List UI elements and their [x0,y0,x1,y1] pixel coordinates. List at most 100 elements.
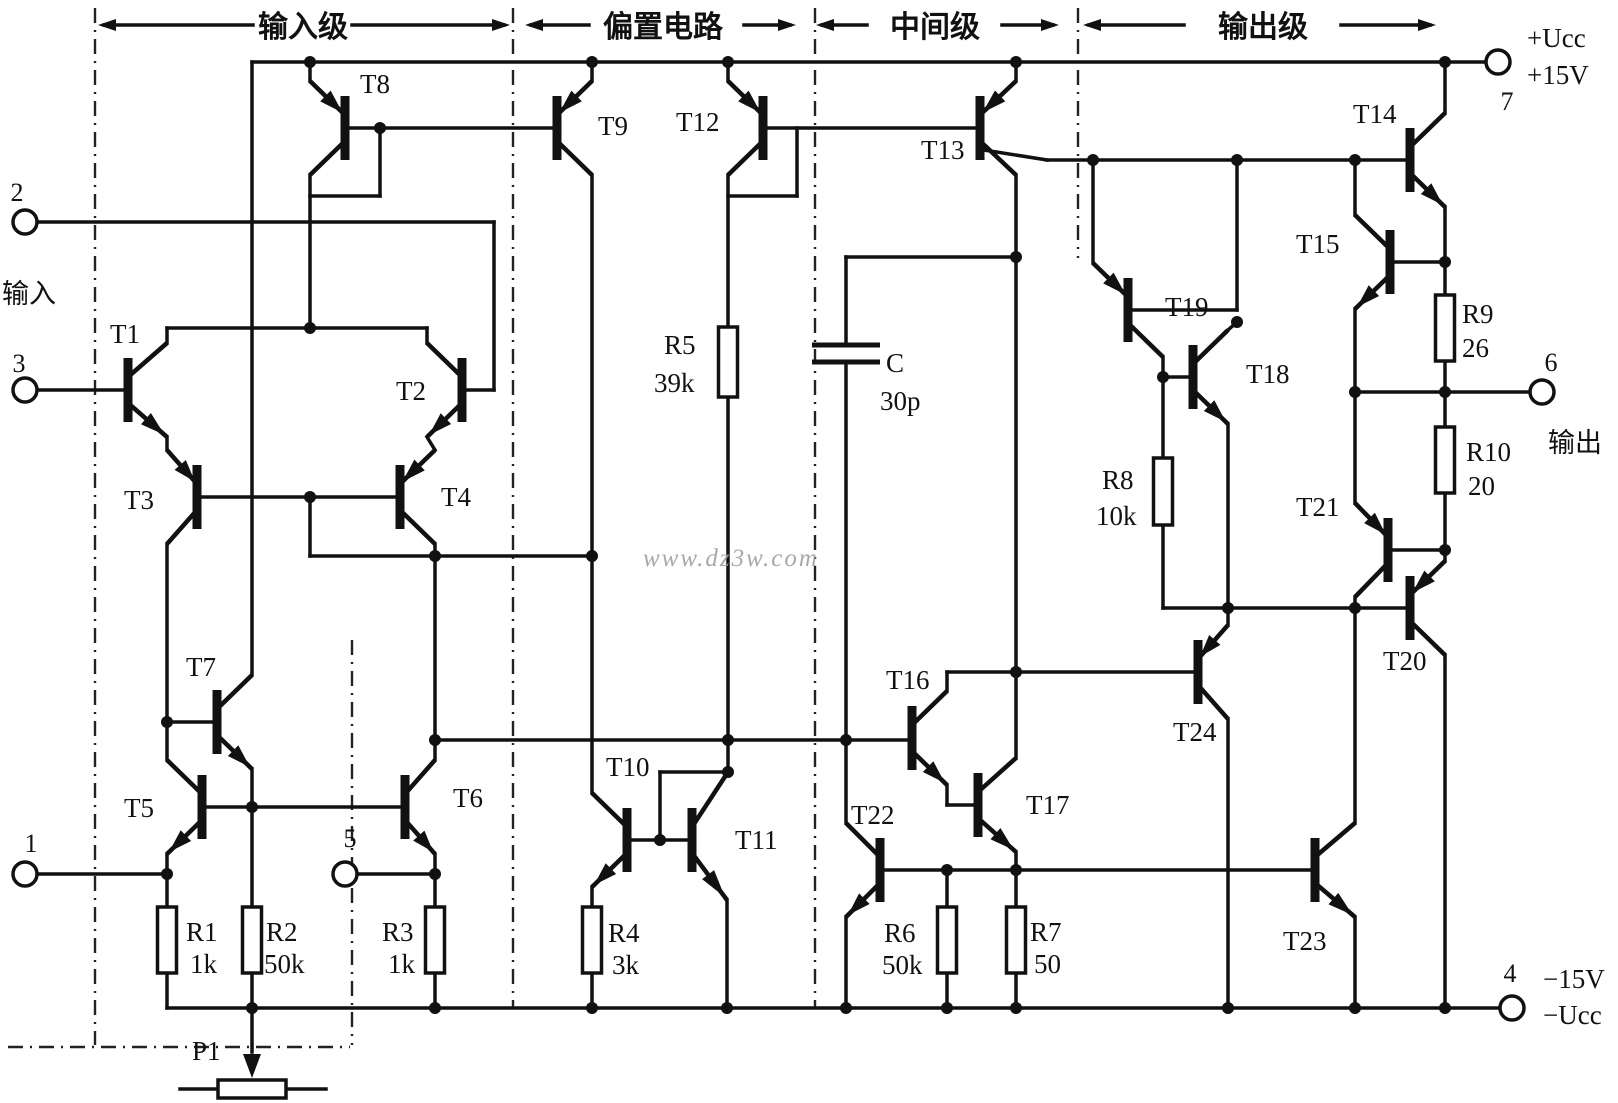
resistor-r4-body [580,905,604,975]
emitter-lead [165,508,199,546]
collector-lead [1191,328,1230,366]
emitter-arrow-icon [1420,183,1443,205]
junction-dot [1010,1002,1022,1014]
transistor-t21 [1353,501,1393,599]
resistor-r3-value: 1k [388,949,416,979]
junction-dots [161,56,1451,1014]
resistor-r9-name: R9 [1462,299,1494,329]
transistor-t7-label: T7 [186,652,216,682]
transistor-t15 [1353,213,1395,311]
collector-lead [590,791,629,829]
emitter-arrow-icon [429,413,452,435]
component-layer [11,19,1556,1100]
junction-dot [1222,1002,1234,1014]
emitter-lead [1408,619,1447,657]
resistor-r5-name: R5 [664,330,696,360]
transistor-t8 [308,79,350,177]
transistor-t14-label: T14 [1353,99,1397,129]
terminal-4-label: 4 [1504,959,1517,988]
junction-dot [374,122,386,134]
emitter-lead [1196,683,1230,721]
transistor-t10-label: T10 [606,752,650,782]
emitter-arrow-icon [982,90,1006,113]
resistor-r7-value: 50 [1034,949,1061,979]
terminal-1-label: 1 [25,829,38,858]
terminal-1-pin [11,860,39,888]
collector-lead [425,341,464,379]
junction-dot [1439,56,1451,68]
resistor-r1-name: R1 [186,917,218,947]
transistor-t18 [1188,328,1230,426]
wire [424,434,438,453]
transistor-t18-label: T18 [1246,359,1290,389]
resistor-r6-value: 50k [882,950,923,980]
junction-dot [840,734,852,746]
stage-label-output: 输出级 [1218,11,1308,44]
resistor-r5-body [716,325,740,399]
terminal-2-label: 2 [11,178,24,207]
emitter-lead [1353,561,1390,599]
header-arrowhead-icon [98,19,116,31]
transistor-t3 [165,448,202,546]
resistor-r7-body [1004,905,1028,975]
resistor-r8-value: 10k [1096,501,1137,531]
transistor-t19 [1091,261,1165,359]
resistor-r10-name: R10 [1466,437,1511,467]
transistor-t1 [123,341,169,439]
transistor-t4-label: T4 [441,482,471,512]
junction-dot [1010,864,1022,876]
transistor-t11-label: T11 [735,825,778,855]
transistor-t12 [726,79,768,177]
terminal-5-pin [331,860,359,888]
stage-label-middle: 中间级 [890,11,980,44]
resistor-r2-name: R2 [266,917,298,947]
transistor-t11 [687,770,730,902]
junction-dot [941,1002,953,1014]
transistor-t2-label: T2 [396,376,426,406]
capacitor-value-label: 30p [880,386,921,416]
watermark: www.dz3w.com [643,545,819,572]
collector-lead [844,821,882,859]
resistor-r2-value: 50k [264,949,305,979]
transistor-t5 [165,758,207,856]
wire-layer [35,60,1532,1091]
transistor-t17 [973,756,1018,854]
resistor-r3-body [423,905,447,975]
emitter-arrow-icon [1200,634,1221,657]
emitter-arrow-icon [1364,512,1386,535]
resistor-r5-value: 39k [654,368,695,398]
header-arrowhead-icon [525,19,543,31]
transistor-t23-label: T23 [1283,926,1327,956]
potentiometer-label: P1 [192,1036,221,1066]
terminal-7-label: 7 [1501,87,1514,116]
transistor-t14 [1405,111,1447,209]
junction-dot [1439,544,1451,556]
transistor-t20 [1405,559,1447,657]
transistor-t13 [975,79,1018,177]
transistor-t24-label: T24 [1173,717,1217,747]
transistor-t16-label: T16 [886,665,930,695]
junction-dot [1157,371,1169,383]
junction-dot [722,766,734,778]
junction-dot [1439,386,1451,398]
transistor-t22-label: T22 [851,800,895,830]
transistor-t2 [425,341,467,439]
transistor-t3-label: T3 [124,485,154,515]
stage-dividers [8,8,1080,1049]
transistor-t1-label: T1 [110,319,140,349]
resistor-r4-name: R4 [608,918,640,948]
stage-label-bias: 偏置电路 [603,11,724,44]
transistor-t10 [590,791,632,889]
resistor-r3-name: R3 [382,917,414,947]
junction-dot [304,322,316,334]
vcc-name-label: +Ucc [1527,23,1586,53]
terminal-3-pin [11,376,39,404]
emitter-arrow-icon [1412,570,1435,593]
header-arrowhead-icon [1041,19,1059,31]
emitter-arrow-icon [169,830,192,852]
emitter-arrow-icon [594,863,617,885]
junction-dot [304,491,316,503]
resistor-r1-value: 1k [190,949,218,979]
